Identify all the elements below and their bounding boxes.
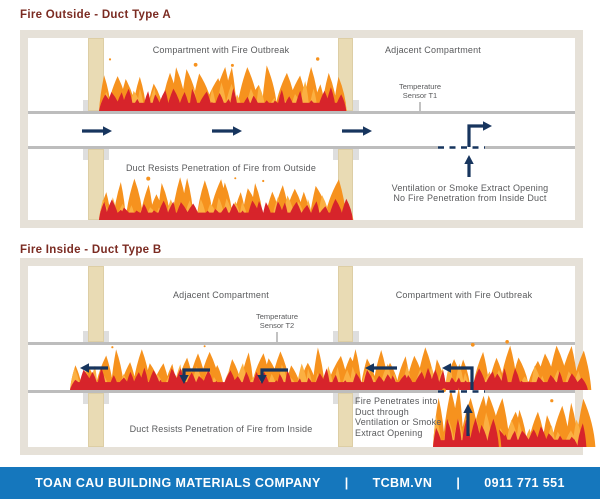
footer-separator: |: [344, 476, 349, 490]
adjacent-compartment-label-b: Adjacent Compartment: [172, 290, 270, 300]
flames-fire-compartment-a: [99, 57, 348, 111]
adjacent-compartment-label-a: Adjacent Compartment: [384, 45, 482, 55]
fire-compartment-label-a: Compartment with Fire Outbreak: [152, 45, 290, 55]
diagram-a-frame: Compartment with Fire Outbreak Adjacent …: [20, 30, 583, 228]
duct-top-slab: [28, 342, 575, 345]
phone-number: 0911 771 551: [484, 476, 565, 490]
wall-beam: [88, 266, 104, 342]
fire-compartment-label-b: Compartment with Fire Outbreak: [395, 290, 533, 300]
duct-resists-label-a: Duct Resists Penetration of Fire from Ou…: [125, 163, 317, 173]
diagram-b-frame: Adjacent Compartment Compartment with Fi…: [20, 258, 596, 455]
temperature-sensor-t2-label: Temperature Sensor T2: [255, 312, 299, 330]
wall-beam: [88, 149, 104, 220]
duct-top-slab: [28, 111, 575, 114]
temperature-sensor-t1-label: Temperature Sensor T1: [398, 82, 442, 100]
footer-separator: |: [456, 476, 461, 490]
flames-lower-compartment-a: [99, 174, 354, 220]
wall-beam: [88, 38, 104, 111]
flames-through-opening-b: [433, 387, 502, 447]
wall-beam: [338, 266, 353, 342]
duct-bottom-slab: [28, 146, 575, 149]
wall-beam: [88, 393, 104, 447]
vent-opening-gap: [438, 145, 485, 151]
company-name: TOAN CAU BUILDING MATERIALS COMPANY: [35, 476, 321, 490]
wall-beam: [338, 393, 353, 447]
footer-bar: TOAN CAU BUILDING MATERIALS COMPANY | TC…: [0, 467, 600, 499]
website-text: TCBM.VN: [372, 476, 433, 490]
flames-fire-outbreak-b: [475, 395, 596, 447]
duct-resists-label-b: Duct Resists Penetration of Fire from In…: [129, 424, 313, 434]
vent-opening-label-a: Ventilation or Smoke Extract Opening No …: [391, 183, 549, 203]
section-b-title: Fire Inside - Duct Type B: [20, 244, 162, 256]
fire-penetrates-label-b: Fire Penetrates into Duct through Ventil…: [355, 396, 442, 438]
duct-bottom-slab: [28, 390, 575, 393]
section-a-title: Fire Outside - Duct Type A: [20, 9, 171, 21]
flames-inside-duct-b: [70, 340, 592, 390]
